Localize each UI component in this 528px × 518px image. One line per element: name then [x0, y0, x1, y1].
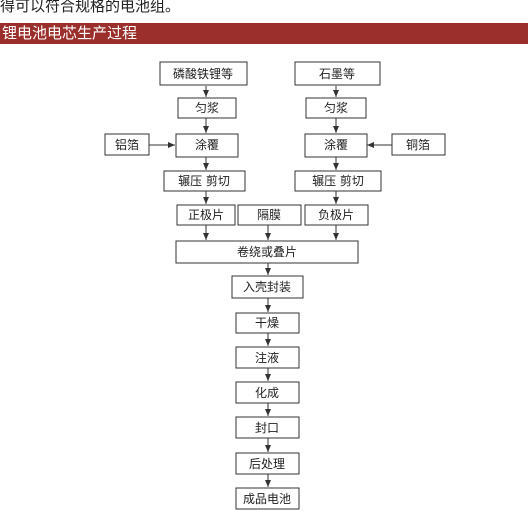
- box-coat-left: 涂覆: [175, 133, 239, 158]
- box-al-foil: 铝箔: [104, 133, 150, 156]
- box-separator: 隔膜: [237, 204, 302, 226]
- box-finished: 成品电池: [235, 487, 300, 510]
- top-text: 得可以符合规格的电池组。: [0, 0, 181, 15]
- box-press-left-label: 辗压 剪切: [178, 173, 230, 188]
- box-wind-label: 卷绕或叠片: [237, 244, 297, 259]
- box-al-foil-label: 铝箔: [115, 137, 139, 152]
- box-press-right: 辗压 剪切: [294, 170, 382, 192]
- box-cu-foil: 铜箔: [391, 133, 446, 156]
- box-press-left: 辗压 剪切: [163, 170, 246, 192]
- box-cu-foil-label: 铜箔: [406, 137, 430, 152]
- box-cathode-label: 正极片: [188, 208, 224, 222]
- box-post: 后处理: [235, 452, 300, 475]
- box-dry: 干燥: [235, 312, 300, 334]
- box-inject-label: 注液: [255, 350, 279, 365]
- box-separator-label: 隔膜: [257, 208, 281, 222]
- box-graphite: 石墨等: [294, 61, 381, 86]
- connectors: [149, 86, 392, 487]
- box-anode-label: 负极片: [318, 208, 354, 222]
- box-formation: 化成: [235, 381, 300, 404]
- box-coat-right-label: 涂覆: [324, 137, 348, 152]
- box-graphite-label: 石墨等: [319, 67, 355, 81]
- box-mix-right: 匀浆: [305, 97, 367, 119]
- box-wind: 卷绕或叠片: [175, 240, 359, 264]
- section-banner: 锂电池电芯生产过程: [0, 23, 528, 44]
- box-case-label: 入壳封装: [243, 280, 291, 294]
- box-mix-left: 匀浆: [177, 97, 237, 119]
- box-coat-right: 涂覆: [304, 133, 368, 158]
- box-mix-right-label: 匀浆: [324, 100, 348, 115]
- box-seal-label: 封口: [255, 421, 279, 435]
- box-finished-label: 成品电池: [243, 492, 291, 506]
- box-case: 入壳封装: [231, 275, 304, 299]
- box-press-right-label: 辗压 剪切: [312, 173, 364, 188]
- box-inject: 注液: [235, 346, 300, 369]
- box-mix-left-label: 匀浆: [195, 100, 219, 115]
- box-lfp: 磷酸铁锂等: [159, 61, 248, 86]
- box-anode: 负极片: [304, 204, 369, 226]
- box-seal: 封口: [235, 416, 300, 439]
- box-dry-label: 干燥: [255, 316, 279, 330]
- box-formation-label: 化成: [255, 386, 279, 400]
- box-coat-left-label: 涂覆: [195, 137, 219, 152]
- box-lfp-label: 磷酸铁锂等: [173, 66, 233, 81]
- box-post-label: 后处理: [249, 457, 285, 471]
- box-cathode: 正极片: [176, 204, 236, 226]
- section-title: 锂电池电芯生产过程: [2, 24, 138, 42]
